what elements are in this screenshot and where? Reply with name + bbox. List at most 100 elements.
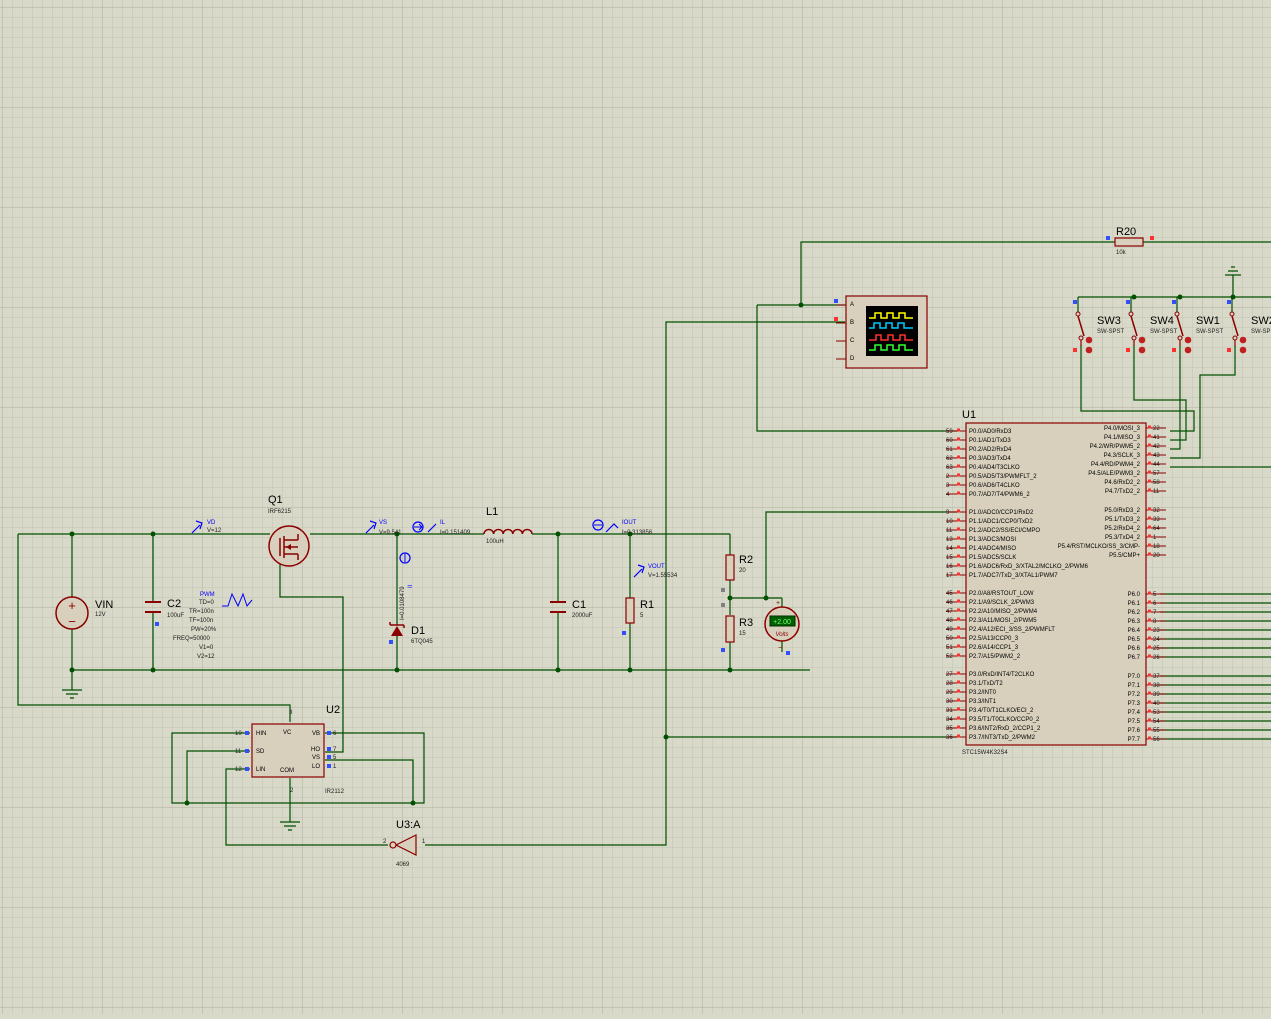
oscilloscope[interactable]: A B C D: [834, 295, 928, 369]
vin-source[interactable]: + − VIN 12V: [55, 596, 113, 630]
u1-pin-6[interactable]: 6P6.1: [1128, 600, 1166, 608]
resistor-r3[interactable]: R3 15: [721, 588, 753, 652]
probe-iout[interactable]: IOUT I=0.313856: [592, 519, 653, 536]
resistor-r1[interactable]: R1 5: [622, 597, 654, 635]
u2-pin-ho[interactable]: 7HO: [311, 747, 337, 753]
probe-vout[interactable]: VOUT V=1.55534: [633, 564, 678, 579]
u1-pin-1[interactable]: 1P5.3/TxD4_2: [1105, 534, 1166, 542]
mosfet-q1[interactable]: Q1 IRF6215: [268, 494, 310, 567]
resistor-r20[interactable]: R20 10k: [1106, 226, 1154, 256]
u1-pin-7[interactable]: 7P6.2: [1128, 609, 1166, 617]
switch-sw2[interactable]: SW2SW-SPST: [1227, 297, 1271, 354]
probe-vd-value: V=12: [207, 528, 222, 534]
u2-pin-vb[interactable]: 6VB: [312, 731, 337, 737]
probe-il[interactable]: IL I=0.151409: [412, 520, 471, 536]
u1-pin-label: P1.3/ADC3/MOSI: [969, 537, 1016, 543]
u2-pin-vs[interactable]: 5VS: [312, 755, 337, 761]
resistor-r2[interactable]: R2 20: [725, 554, 753, 581]
probe-vd[interactable]: VD V=12: [191, 520, 222, 534]
capacitor-c2[interactable]: C2 100uF: [145, 598, 184, 626]
dc-voltmeter[interactable]: +2.00 Volts + −: [764, 600, 800, 655]
u2-pin-lo[interactable]: 1LO: [312, 764, 337, 770]
pwm-generator[interactable]: PWM TD=0 TR=100n TF=100n PW=20% FREQ=500…: [173, 592, 253, 660]
u1-pin-8[interactable]: 8P6.3: [1128, 618, 1166, 626]
capacitor-c1[interactable]: C1 2000uF: [550, 599, 593, 619]
u1-pin-5[interactable]: 5P6.0: [1128, 591, 1166, 599]
probe-ii[interactable]: II I=0.0108479: [399, 552, 414, 620]
diode-d1[interactable]: D1 6TQ045: [389, 622, 433, 645]
probe-vs[interactable]: VS V=9.541: [365, 520, 402, 536]
inductor-l1[interactable]: L1 100uH: [483, 506, 533, 545]
u1-pin-label: P4.1/MISO_3: [1104, 435, 1141, 441]
u1-pin-label: P7.6: [1128, 728, 1141, 734]
inverter-u3a[interactable]: U3:A 4069 1 2: [383, 819, 426, 868]
